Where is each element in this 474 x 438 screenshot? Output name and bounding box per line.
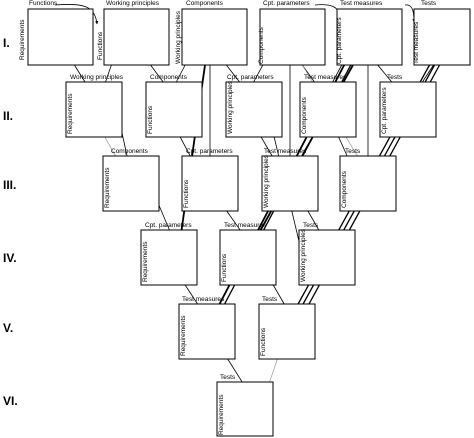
level-4-boxes	[140, 229, 356, 286]
label-tests-l5: Tests	[262, 296, 278, 303]
box-cpt-parameters-l1	[259, 8, 326, 66]
label-cpt-parameters-l4: Cpt. parameters	[145, 222, 192, 229]
label-components-l3: Components	[111, 148, 149, 155]
label-tests-top: Tests	[421, 0, 437, 7]
box-functions-l1	[27, 8, 94, 66]
box-functions-l4	[219, 229, 277, 286]
label-tests-l3: Tests	[345, 148, 361, 155]
vlabel-requirements-l4: Requirements	[142, 241, 149, 282]
level-6-boxes	[216, 381, 274, 437]
vlabel-components-l2: Components	[301, 96, 308, 134]
box-working-principles-l4	[298, 229, 356, 286]
box-requirements-l3	[102, 155, 160, 212]
level-1-boxes	[27, 8, 471, 66]
level-label-2: II.	[3, 109, 13, 123]
label-functions-top: Functions	[29, 0, 58, 7]
box-working-principles-l3	[261, 155, 319, 212]
label-test-measures-l4: Test measures	[224, 222, 267, 229]
vlabel-cpt-parameters-l2: Cpt. parameters	[381, 87, 388, 134]
label-working-principles-top: Working principles	[106, 0, 160, 7]
vlabel-functions-l1: Functions	[97, 31, 104, 60]
vlabel-requirements-l5: Requirements	[180, 315, 187, 356]
vlabel-components-l1: Components	[258, 26, 265, 64]
level-label-5: V.	[3, 321, 13, 335]
label-test-measures-l3: Test measures	[264, 148, 307, 155]
label-test-measures-top: Test measures	[340, 0, 383, 7]
box-components-l2	[299, 81, 357, 138]
level-labels: I. II. III. IV. V. VI.	[3, 36, 18, 408]
level-3-boxes	[102, 155, 397, 212]
vlabel-components-l3: Components	[341, 170, 348, 208]
label-cpt-parameters-l2: Cpt. parameters	[227, 74, 274, 81]
vlabel-functions-l2: Functions	[147, 105, 154, 134]
vlabel-working-principles-l4: Working principles	[300, 228, 307, 282]
box-functions-l5	[258, 303, 316, 360]
level-5-boxes	[178, 303, 316, 360]
vlabel-functions-l3: Functions	[183, 179, 190, 208]
vlabel-working-principles-l2: Working principles	[227, 80, 234, 134]
label-test-measures-l5: Test measures	[182, 296, 225, 303]
vlabel-cpt-parameters-l1: Cpt. parameters	[336, 17, 343, 64]
label-components-l2: Components	[150, 74, 188, 81]
box-working-principles-l2	[225, 81, 283, 138]
label-cpt-parameters-l3: Cpt. parameters	[186, 148, 233, 155]
box-functions-l3	[181, 155, 239, 212]
level-label-3: III.	[3, 178, 16, 192]
level-2-boxes	[65, 81, 437, 138]
label-working-principles-l2: Working principles	[70, 74, 124, 81]
vlabel-requirements-l3: Requirements	[104, 167, 111, 208]
box-functions-l2	[145, 81, 203, 138]
level-label-1: I.	[3, 36, 10, 50]
vlabel-functions-l4: Functions	[221, 253, 228, 282]
box-test-measures-l1	[336, 8, 403, 66]
box-components-l1	[181, 8, 248, 66]
vlabel-working-principles-l3: Working principles	[263, 154, 270, 208]
label-test-measures-l2: Test measures	[304, 74, 347, 81]
box-requirements-l2	[65, 81, 123, 138]
horizontal-labels: Functions Working principles Components …	[29, 0, 437, 381]
level-label-6: VI.	[3, 394, 18, 408]
vertical-labels: Requirements Functions Working principle…	[19, 10, 420, 435]
vlabel-working-principles-l1: Working principles	[175, 10, 182, 64]
label-cpt-parameters-top: Cpt. parameters	[263, 0, 310, 7]
label-tests-l2: Tests	[387, 74, 403, 81]
vlabel-requirements-l1: Requirements	[19, 19, 26, 60]
level-label-4: IV.	[3, 251, 17, 265]
vlabel-test-measures-l1: Test measures	[413, 21, 420, 64]
label-components-top: Components	[186, 0, 224, 7]
vlabel-requirements-l6: Requirements	[218, 394, 225, 435]
box-requirements-l4	[140, 229, 198, 286]
box-requirements-l6	[216, 381, 274, 437]
box-tests-l1	[413, 8, 471, 66]
box-cpt-parameters-l2	[379, 81, 437, 138]
box-working-principles-l1	[103, 8, 170, 66]
label-tests-l6: Tests	[220, 374, 236, 381]
box-components-l3	[339, 155, 397, 212]
label-tests-l4: Tests	[303, 222, 319, 229]
vlabel-functions-l5: Functions	[260, 327, 267, 356]
box-requirements-l5	[178, 303, 236, 360]
vlabel-requirements-l2: Requirements	[67, 93, 74, 134]
